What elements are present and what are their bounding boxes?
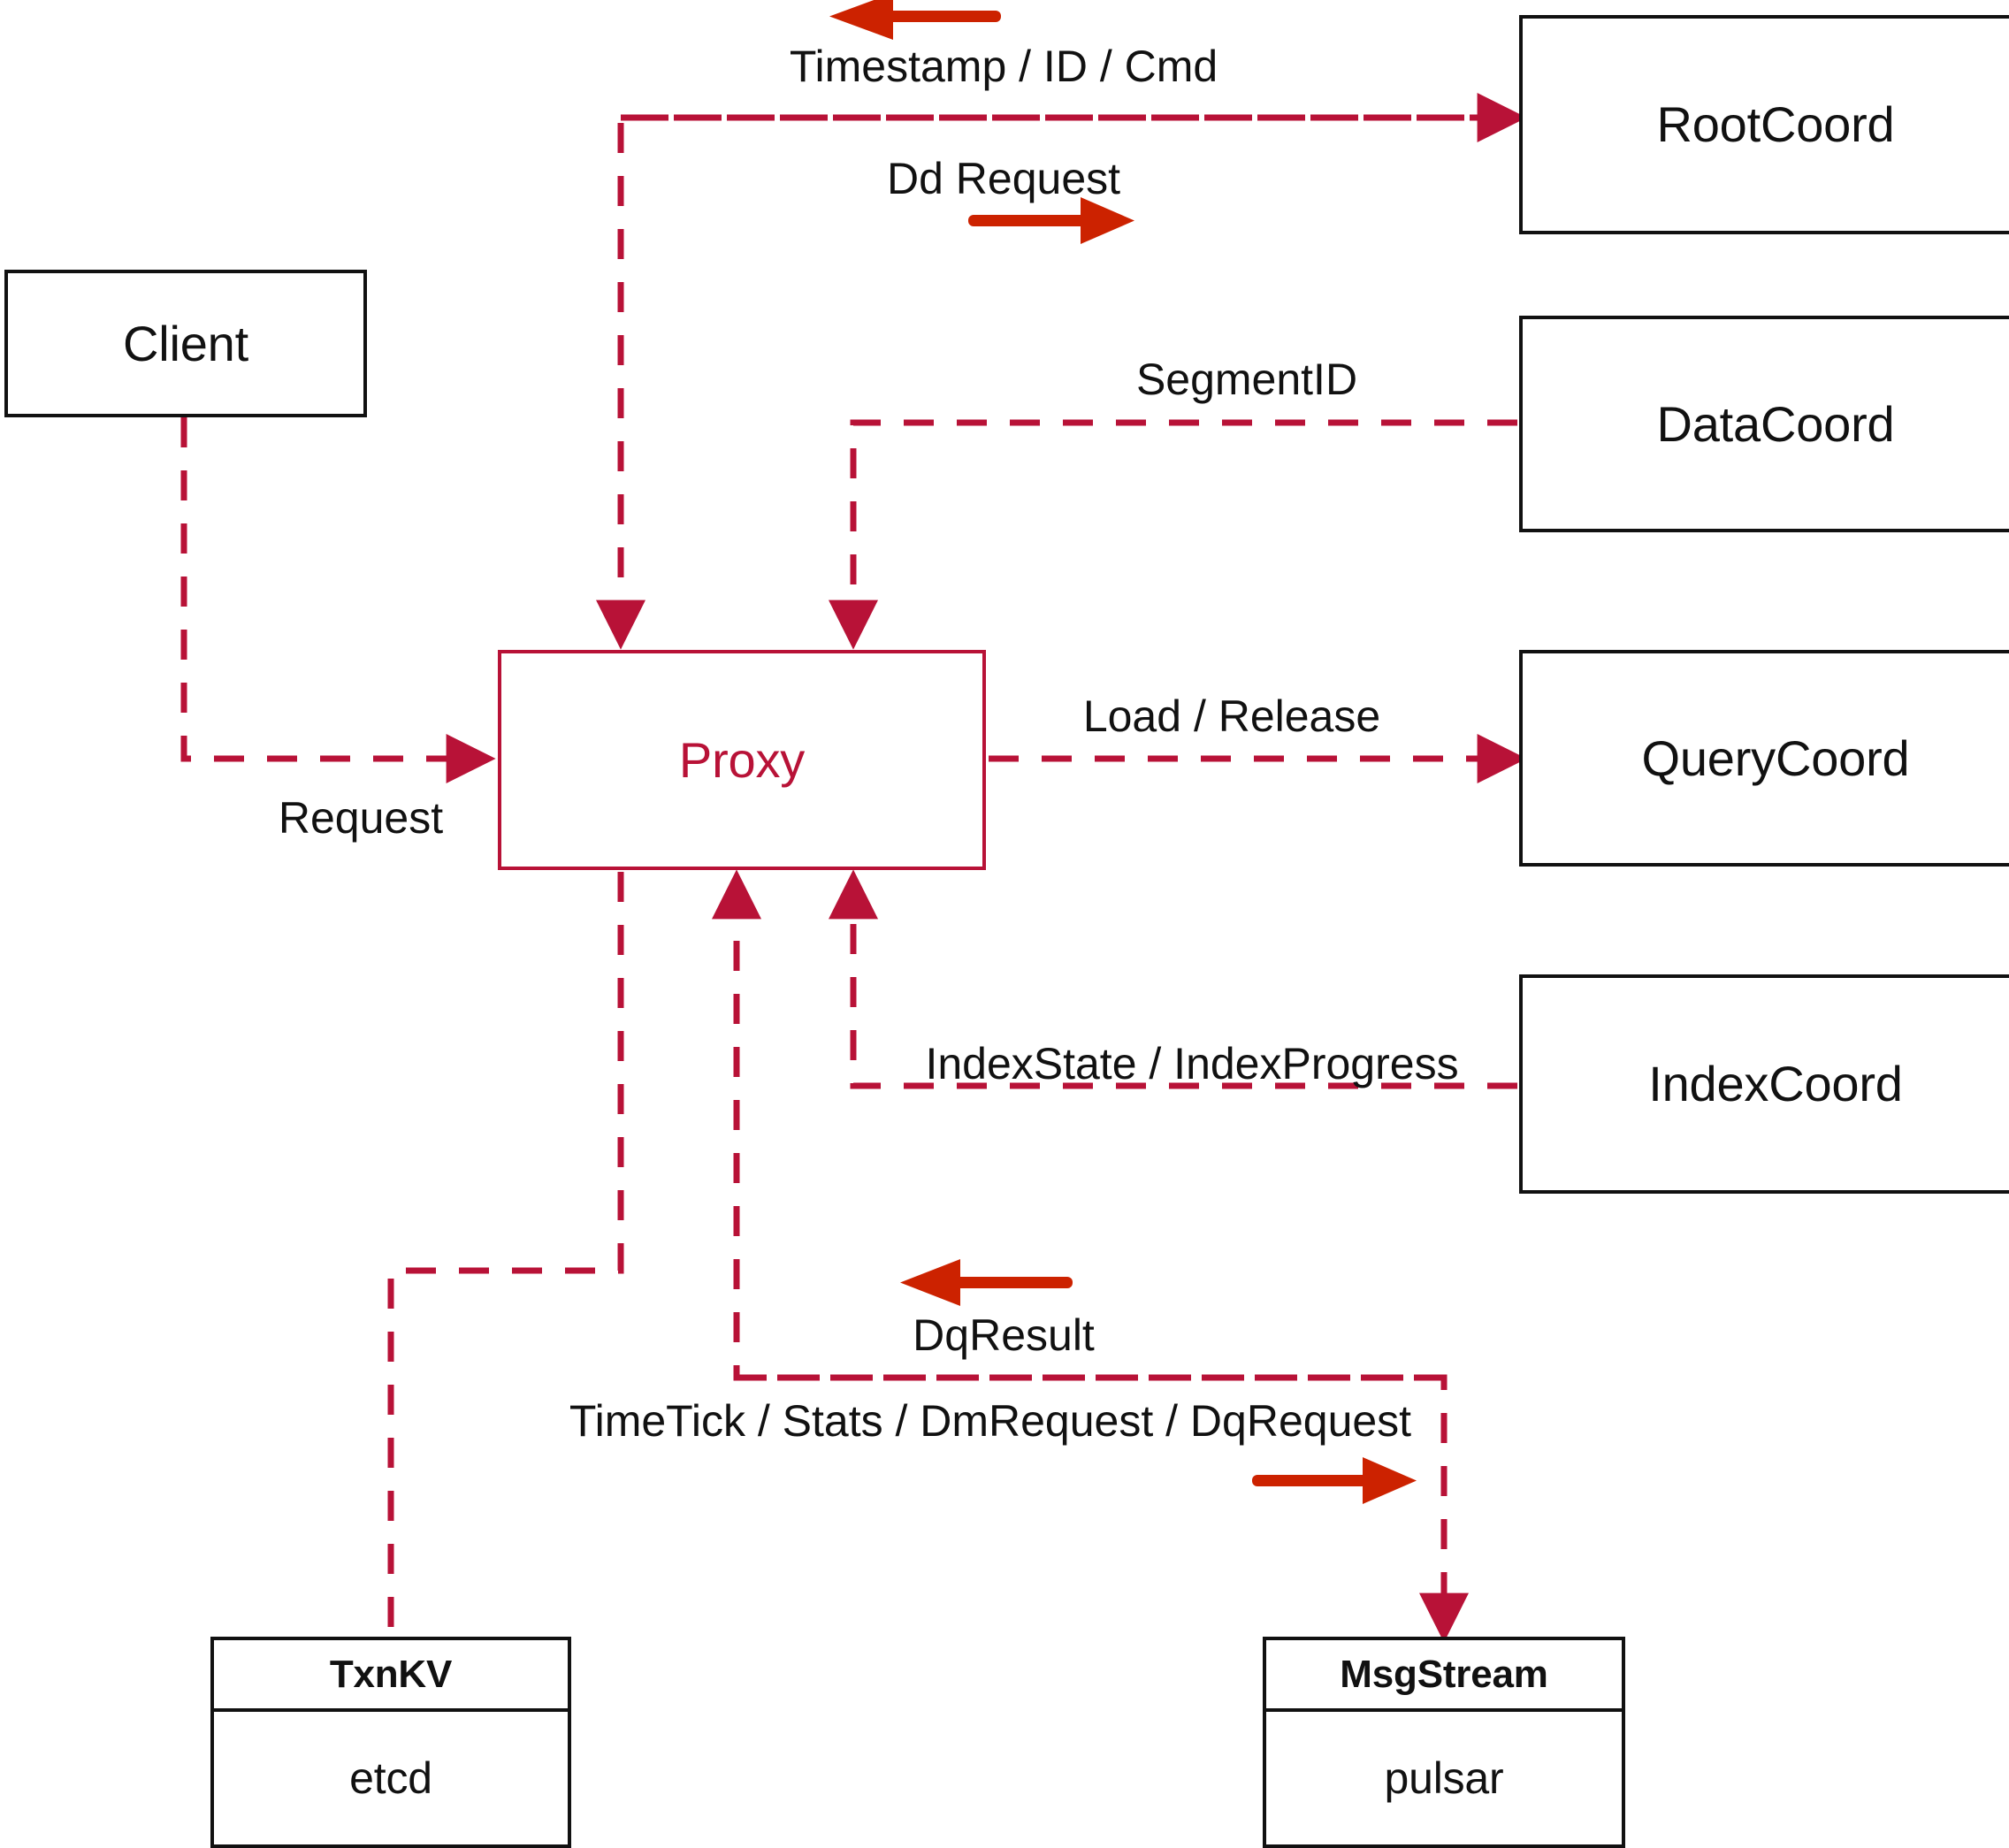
edge-dq-result — [712, 869, 1444, 1381]
node-msgstream[interactable]: MsgStream pulsar — [1263, 1637, 1625, 1848]
edge-proxy-txnkv — [387, 872, 624, 1637]
edge-segment-id — [829, 419, 1517, 650]
direction-arrow-timetick-right — [1252, 1457, 1417, 1504]
node-querycoord[interactable]: QueryCoord — [1519, 650, 2009, 867]
node-txnkv-sublabel: etcd — [349, 1753, 432, 1803]
node-msgstream-header: MsgStream — [1266, 1640, 1622, 1712]
node-datacoord-label: DataCoord — [1656, 395, 1895, 452]
edge-label-request: Request — [278, 793, 444, 843]
edge-label-dq-result: DqResult — [913, 1310, 1095, 1360]
node-proxy-label: Proxy — [678, 731, 806, 788]
edge-index-state — [829, 869, 1517, 1089]
node-txnkv-header: TxnKV — [214, 1640, 568, 1712]
node-msgstream-label: MsgStream — [1340, 1652, 1548, 1696]
node-rootcoord-label: RootCoord — [1656, 96, 1895, 152]
node-indexcoord-label: IndexCoord — [1648, 1056, 1903, 1111]
node-txnkv[interactable]: TxnKV etcd — [210, 1637, 571, 1848]
node-datacoord[interactable]: DataCoord — [1519, 316, 2009, 532]
edge-timestamp-id-cmd — [596, 114, 1517, 650]
direction-arrow-group — [829, 0, 1417, 1504]
edge-label-dd-request: Dd Request — [886, 154, 1121, 203]
edge-label-index-state: IndexState / IndexProgress — [925, 1039, 1459, 1088]
edge-label-timetick-stats: TimeTick / Stats / DmRequest / DqRequest — [569, 1396, 1412, 1446]
node-msgstream-body: pulsar — [1266, 1712, 1622, 1844]
node-msgstream-sublabel: pulsar — [1384, 1753, 1504, 1803]
node-querycoord-label: QueryCoord — [1641, 729, 1910, 786]
direction-arrow-dqresult-left — [900, 1259, 1073, 1306]
node-client-label: Client — [123, 315, 248, 371]
node-proxy[interactable]: Proxy — [498, 650, 986, 870]
node-client[interactable]: Client — [4, 270, 367, 417]
edge-client-request — [180, 417, 496, 783]
direction-arrow-dd-request-right — [968, 197, 1134, 244]
edge-label-load-release: Load / Release — [1082, 691, 1381, 741]
node-txnkv-label: TxnKV — [329, 1652, 453, 1696]
direction-arrow-timestamp-left — [829, 0, 1001, 40]
edge-timetick-stats — [737, 1374, 1469, 1643]
node-txnkv-body: etcd — [214, 1712, 568, 1844]
node-rootcoord[interactable]: RootCoord — [1519, 15, 2009, 234]
edge-label-timestamp-id-cmd: Timestamp / ID / Cmd — [789, 42, 1218, 91]
node-indexcoord[interactable]: IndexCoord — [1519, 974, 2009, 1194]
edge-label-segment-id: SegmentID — [1135, 355, 1358, 404]
